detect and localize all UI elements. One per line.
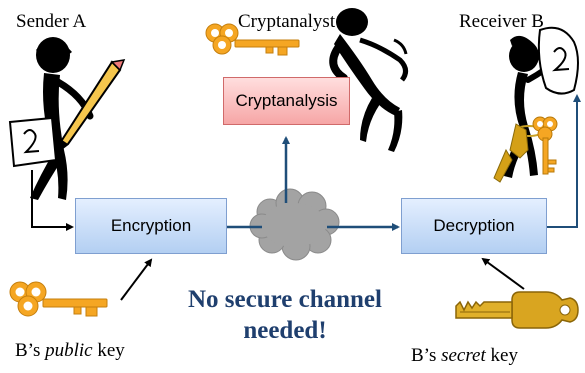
receiver-label: Receiver B — [459, 11, 544, 32]
receiver-figure-icon — [493, 26, 579, 183]
public-key-label: B’s public key — [15, 340, 125, 362]
sender-to-encryption-arrow — [31, 170, 74, 231]
cryptanalysis-box: Cryptanalysis — [223, 77, 350, 125]
public-key-icon — [9, 281, 108, 317]
secret-key-to-decryption-arrow — [481, 257, 525, 290]
secret-key-label: B’s secret key — [411, 345, 518, 367]
secret-key-label-prefix: B’s — [411, 345, 442, 366]
sender-figure-icon — [8, 37, 126, 200]
public-key-label-suffix: key — [92, 340, 125, 361]
encryption-box: Encryption — [75, 198, 227, 254]
decryption-box: Decryption — [401, 198, 547, 254]
secret-key-label-word: secret — [441, 345, 486, 366]
sender-label: Sender A — [16, 11, 87, 32]
callout-line-2: needed! — [243, 316, 327, 344]
cryptanalyst-figure-icon — [329, 8, 408, 152]
cloud-icon — [249, 188, 340, 261]
decryption-to-receiver-arrow — [547, 94, 581, 228]
secret-key-label-suffix: key — [485, 345, 518, 366]
secret-key-icon — [455, 291, 579, 329]
public-key-label-prefix: B’s — [15, 340, 46, 361]
public-key-label-word: public — [45, 340, 93, 361]
callout-text: No secure channel needed! — [165, 285, 405, 346]
callout-line-1: No secure channel — [188, 286, 382, 313]
cryptanalyst-label: Cryptanalyst — [238, 11, 336, 32]
public-key-to-encryption-arrow — [120, 258, 153, 301]
